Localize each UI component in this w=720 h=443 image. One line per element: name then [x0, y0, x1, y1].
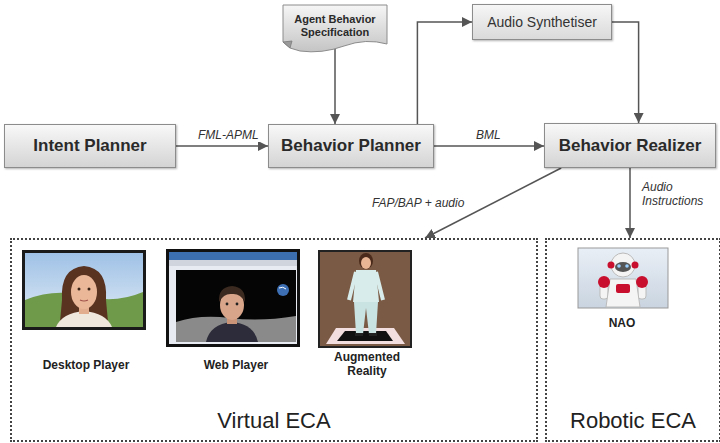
process-box: Audio Synthetiser — [472, 4, 612, 40]
eye — [625, 264, 629, 268]
connector-arrow — [434, 145, 544, 147]
background — [320, 252, 410, 346]
chest-plate — [616, 284, 630, 293]
shoulders — [206, 322, 258, 342]
picture-caption: Desktop Player — [30, 358, 142, 372]
connector-arrow — [334, 49, 336, 124]
picture-caption: Web Player — [180, 358, 292, 372]
player-panel: Desktop Player — [18, 248, 154, 372]
earth-cloud — [279, 287, 286, 289]
page-curl — [283, 41, 292, 48]
face — [71, 275, 97, 309]
edge-label: FML-APML — [196, 128, 261, 142]
picture-frame — [578, 248, 668, 308]
picture-caption: Augmented Reality — [328, 350, 406, 378]
robot-panel: NAO — [572, 246, 672, 330]
box-label: Intent Planner — [33, 136, 146, 156]
shoe — [369, 333, 377, 336]
ear — [632, 262, 639, 269]
arms — [349, 272, 383, 300]
sky — [25, 253, 143, 327]
document-shape: Agent Behavior Specification — [282, 4, 388, 56]
mouth — [80, 300, 88, 301]
player-panel: Web Player — [164, 248, 308, 372]
edge-label: Audio Instructions — [640, 180, 718, 208]
hair — [60, 266, 108, 322]
shoulder — [598, 276, 610, 288]
title-bar — [169, 252, 297, 260]
earth — [277, 284, 289, 296]
connector-arrow — [612, 22, 639, 123]
eye — [236, 303, 239, 306]
augmented-reality-screen — [318, 250, 412, 348]
face-plate — [615, 262, 631, 272]
edge-label: FAP/BAP + audio — [370, 196, 466, 210]
toolbar — [169, 260, 297, 266]
edge-label: BML — [474, 128, 503, 142]
shoe — [355, 333, 363, 336]
screen-frame — [166, 249, 300, 347]
picture-caption: NAO — [587, 316, 657, 330]
group-region: Desktop Player Web Player Augmented Realit… — [10, 238, 538, 442]
process-box: Behavior Realizer — [544, 123, 716, 168]
marker-pattern — [337, 331, 393, 341]
connector-arrow — [417, 22, 472, 124]
eye — [226, 303, 229, 306]
web-player-screen — [166, 249, 300, 347]
group-title: Virtual ECA — [12, 408, 536, 434]
screen-frame — [318, 250, 412, 348]
process-box: Behavior Planner — [268, 124, 434, 168]
group-title: Robotic ECA — [547, 408, 719, 434]
desktop-player-screen — [22, 250, 146, 330]
box-label: Behavior Realizer — [559, 136, 702, 156]
group-region: NAO Robotic ECA — [545, 238, 720, 442]
hair — [359, 253, 373, 269]
process-box: Intent Planner — [4, 124, 176, 168]
shoulder — [636, 276, 648, 288]
box-label: Audio Synthetiser — [487, 14, 597, 30]
box-label: Agent Behavior Specification — [282, 4, 388, 39]
eye — [617, 264, 621, 268]
screen-frame — [22, 250, 146, 330]
player-panel: Augmented Reality — [314, 248, 420, 378]
face — [361, 257, 371, 269]
box-label: Behavior Planner — [281, 136, 421, 156]
connector-arrow — [629, 168, 631, 238]
torso — [606, 279, 640, 307]
connector-arrow — [176, 145, 268, 147]
browser-window — [169, 252, 297, 344]
eye — [88, 288, 91, 291]
ear — [608, 262, 615, 269]
eye — [78, 288, 81, 291]
marker-card — [326, 328, 405, 344]
nao-robot-picture — [578, 248, 668, 308]
head — [611, 253, 635, 277]
legs — [354, 302, 378, 334]
document-body — [283, 5, 387, 52]
space-scene — [176, 270, 296, 342]
hair — [219, 286, 245, 302]
